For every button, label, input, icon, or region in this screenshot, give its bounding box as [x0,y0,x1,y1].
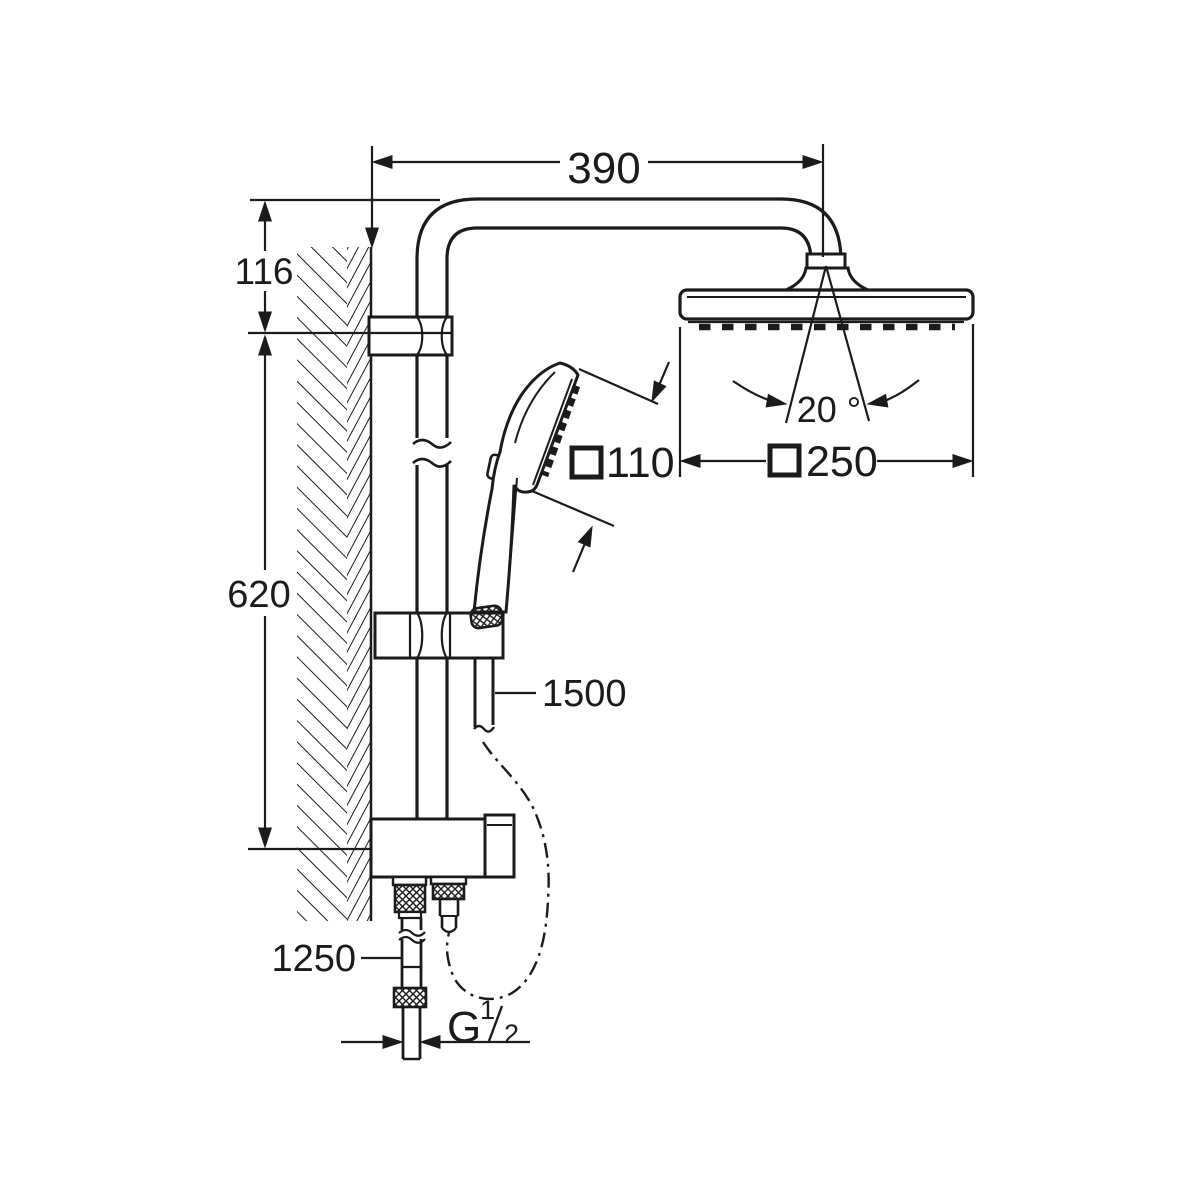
bracket-top-body [367,315,454,357]
hand-shower-nozzles [541,384,581,478]
thread-letter-label: G [447,1003,481,1052]
slider-holder [373,604,505,660]
hand-shower-panel-line [514,371,556,444]
hand-shower-grip-end [469,604,504,630]
hand-shower-handle-line [506,477,518,601]
thread-numerator-label: 1 [480,995,495,1025]
supply-pipe-break-symbol [398,928,426,944]
hose-loop-dashdot [445,741,550,1001]
dim-head-offset-label: 116 [235,251,294,292]
dimensions: 390 116 620 [227,144,975,1052]
dim-rail-length: 620 [227,335,372,851]
dim-thread: G 1 2 [341,995,530,1052]
shower-arm-pipe [415,197,843,818]
rail-break-symbol [412,438,452,468]
dim-supply-length-label: 1250 [271,938,356,980]
dim-head-size: 250 [678,324,975,486]
dim-hand-shower-size: 110 [531,361,675,573]
wall-hatching-inner [347,247,371,921]
dim-rail-length-label: 620 [227,574,290,616]
thread-fraction-slash [487,1005,504,1042]
hose-connection [429,875,468,934]
hose-break-symbol [473,724,496,733]
dim-head-size-label: 250 [806,438,878,486]
hose-knurled-nut [431,882,466,901]
hand-shower [472,361,581,614]
hand-shower-body [472,361,580,614]
shower-hose [445,658,550,1001]
dim-hose-length: 1500 [495,673,627,715]
bracket-bottom-body [369,817,489,879]
wall [297,247,373,921]
supply-connection [391,875,428,1061]
wall-hatching-outer [297,247,347,921]
supply-knurled-nut-lower [392,986,428,1009]
dim-supply-length: 1250 [271,938,401,980]
dim-head-angle: 20 ° [732,265,920,430]
wall-bracket-bottom [369,813,516,879]
supply-knurled-nut [393,883,427,914]
hand-shower-face-line [532,378,573,486]
head-shower [678,252,975,331]
wall-bracket-top [367,315,454,357]
dim-hose-length-label: 1500 [542,673,627,715]
dim-hand-shower-size-label: 110 [606,439,675,487]
dim-head-angle-label: 20 ° [797,389,861,430]
square-symbol [569,445,604,480]
square-symbol [767,443,802,478]
dim-arm-projection: 390 [365,144,825,257]
dim-head-offset: 116 [235,198,451,335]
head-shower-plate [678,288,975,321]
dim-arm-projection-label: 390 [567,144,640,193]
head-shower-flange [805,252,847,270]
shower-rail-and-arm [412,197,843,818]
thread-denominator-label: 2 [504,1019,519,1049]
